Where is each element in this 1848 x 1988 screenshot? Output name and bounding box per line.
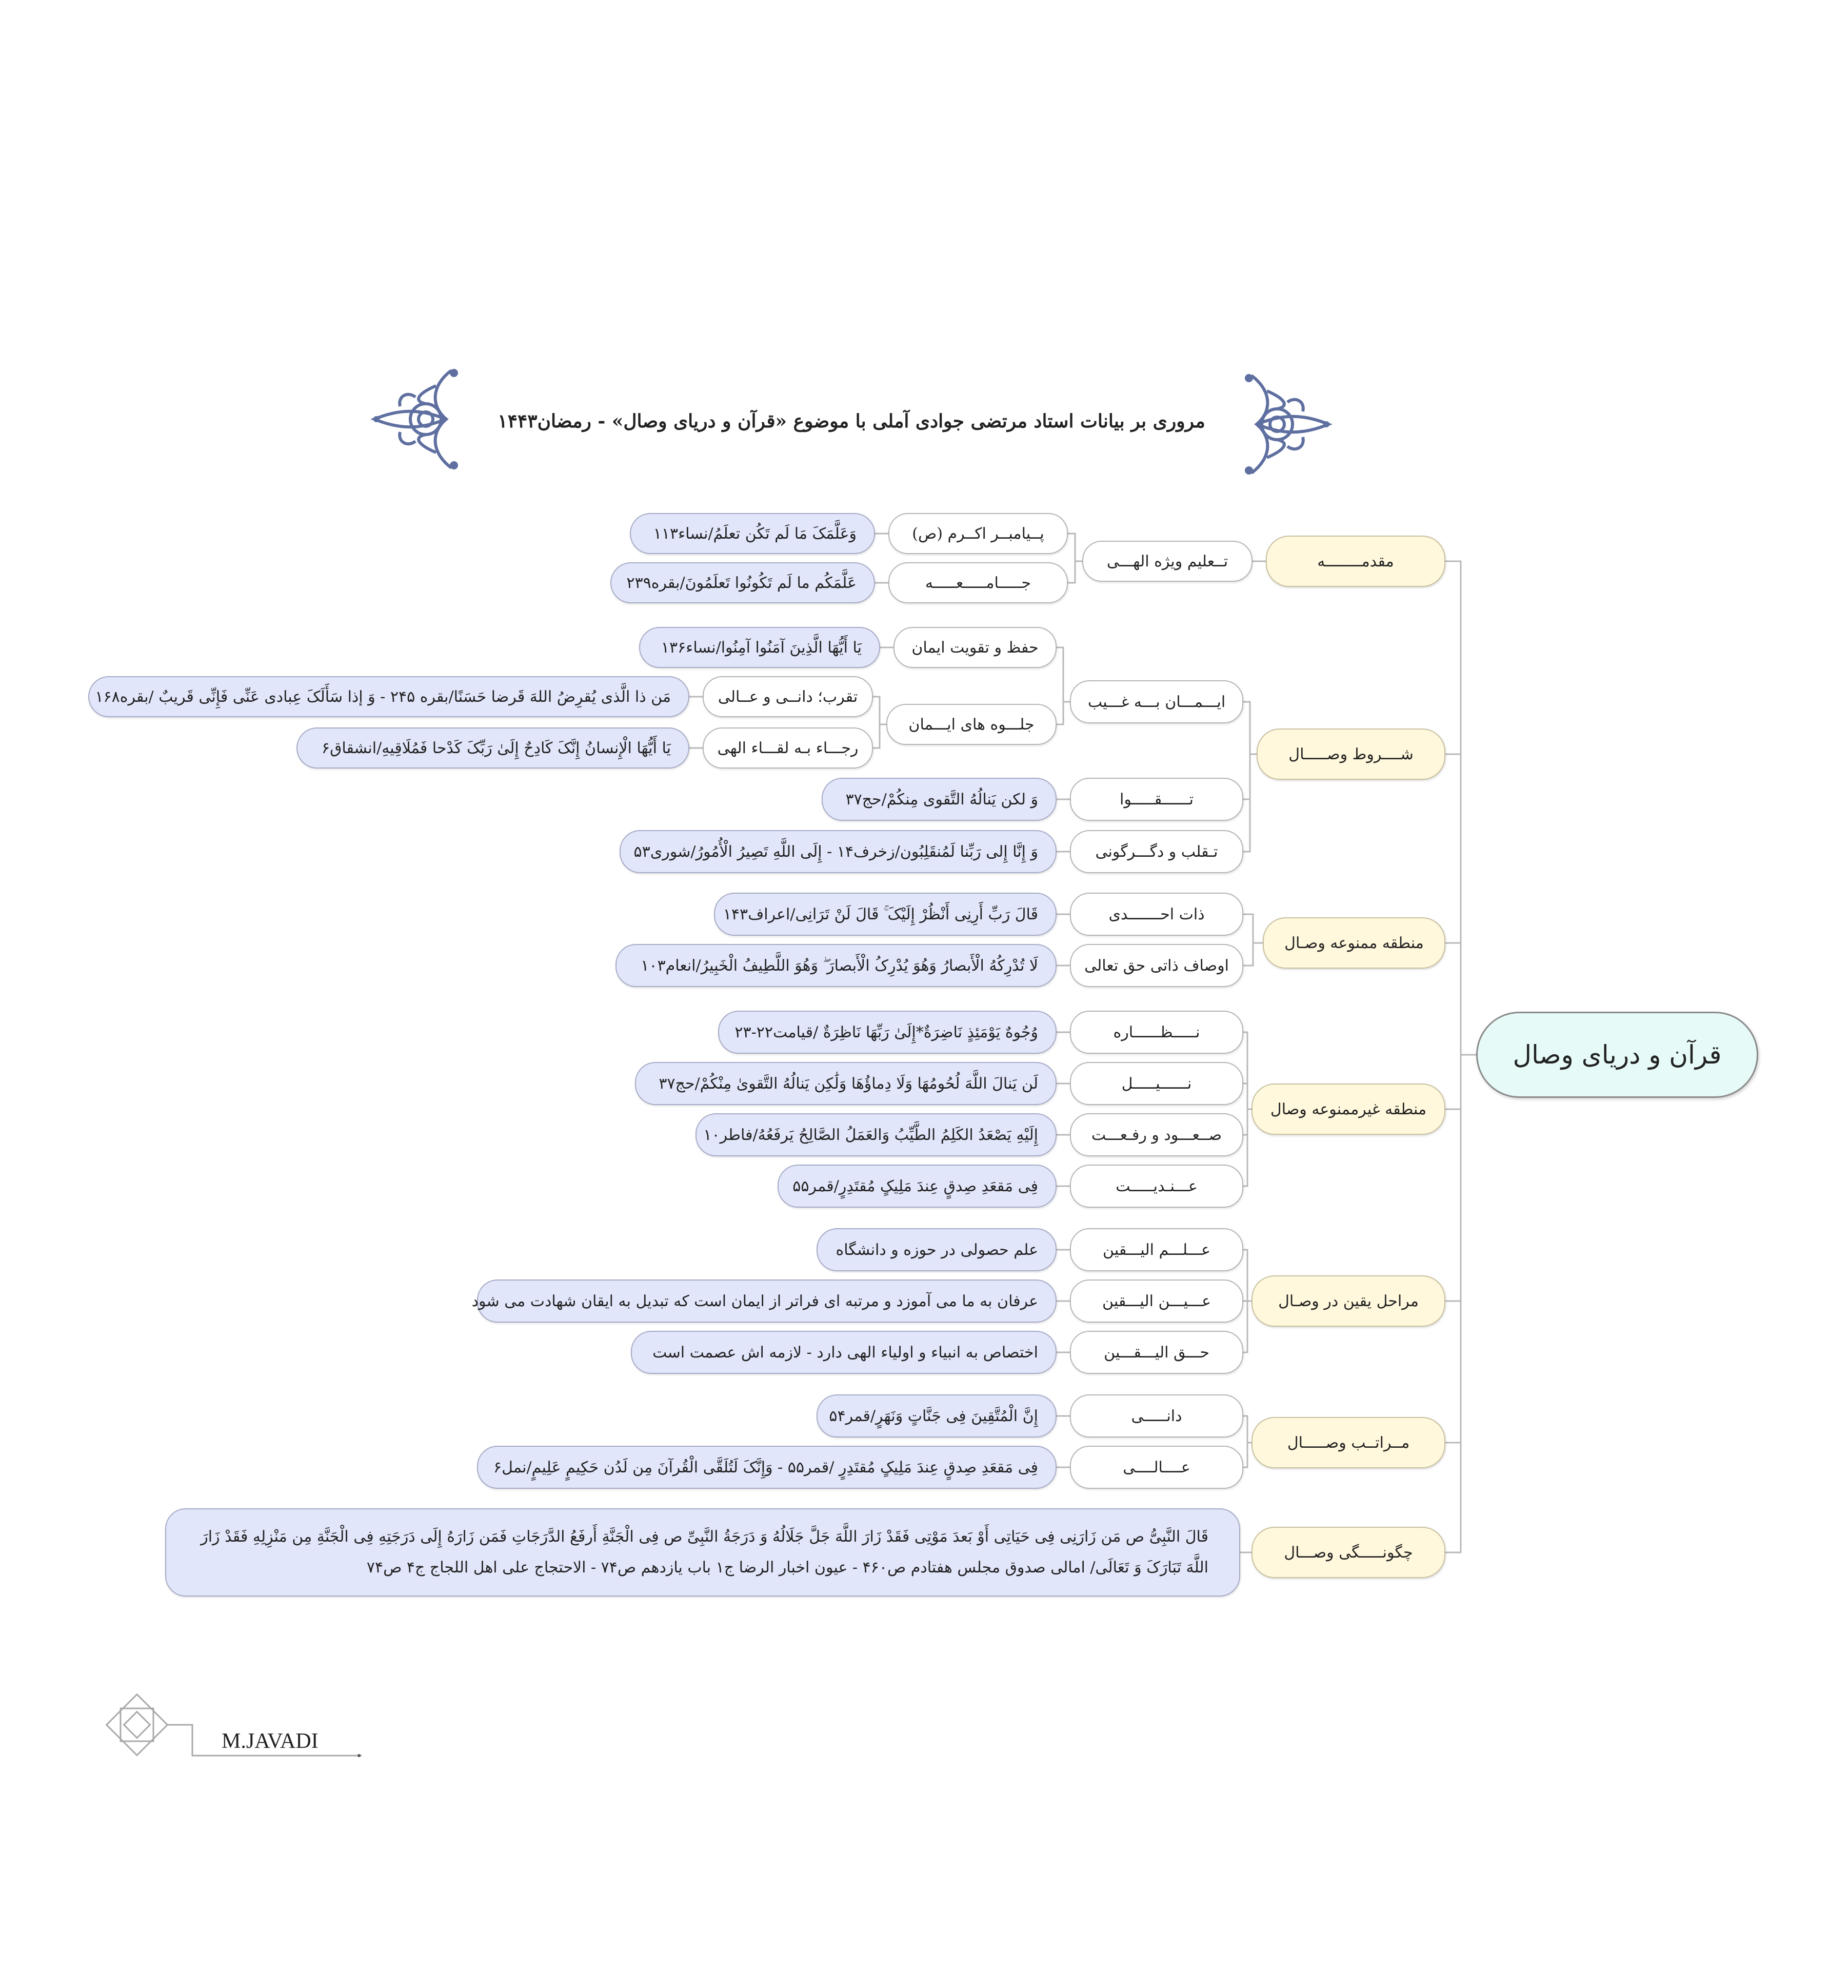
- connector-line: [1243, 753, 1257, 853]
- signature-logo-icon: [105, 1693, 362, 1757]
- connector-line: [1243, 1442, 1251, 1468]
- topic-node[interactable]: جلـــوه های ایـــمان: [886, 704, 1057, 745]
- branch-node[interactable]: منطقه ممنوعه وصـال: [1263, 917, 1445, 969]
- connector-line: [1445, 753, 1476, 1056]
- quote-node[interactable]: اختصاص به انبیاء و اولیاء الهی دارد - لا…: [631, 1331, 1057, 1374]
- topic-node[interactable]: رجـــاء بـه لقـــاء الهی: [703, 727, 873, 769]
- root-node[interactable]: قرآن و دریای وصال: [1476, 1012, 1758, 1098]
- topic-node[interactable]: حفظ و تقویت ایمان: [893, 627, 1057, 668]
- ornament-left-icon: [370, 369, 458, 469]
- connector-line: [1243, 1031, 1251, 1110]
- quote-node[interactable]: یَا أَیُّهَا الْإِنسانُ إِنَّکَ کَادِحٌ …: [296, 727, 689, 769]
- topic-node[interactable]: عــــالــــی: [1070, 1446, 1243, 1489]
- topic-node[interactable]: جـــــامـــــعـــــه: [888, 562, 1068, 603]
- connector-line: [1243, 913, 1263, 944]
- connector-line: [1243, 1108, 1251, 1187]
- quote-node[interactable]: فِی مَقعَدِ صِدقٍ عِندَ مَلِیکٍ مُقتَدِر…: [778, 1165, 1057, 1208]
- quote-node[interactable]: لَن یَنالَ اللَّهَ لُحُومُهَا وَلَا دِما…: [635, 1062, 1057, 1105]
- signature-text: M.JAVADI: [222, 1729, 319, 1753]
- topic-node[interactable]: دانـــــی: [1070, 1394, 1243, 1438]
- connector-line: [1243, 942, 1263, 967]
- topic-node[interactable]: تــــــقـــــوا: [1070, 778, 1243, 821]
- topic-node[interactable]: نـــــظــــــاره: [1070, 1011, 1243, 1054]
- quote-node[interactable]: قَالَ رَبِّ أَرِنِی أَنْظُرْ إِلَیْکَ ۚ …: [714, 893, 1057, 936]
- connector-line: [1243, 1415, 1251, 1444]
- quote-node[interactable]: وُجُوهٌ یَوْمَئِذٍ نَاضِرَةٌ*إِلَیٰ رَبِ…: [718, 1011, 1057, 1054]
- node-text-line-1: قَالَ النَّبِیُّ ص مَن زَارَنِی فِی حَیَ…: [201, 1528, 1208, 1546]
- connector-line: [1243, 1108, 1251, 1136]
- connector-line: [1445, 942, 1476, 1056]
- quote-node[interactable]: مَن ذا الَّذی یُقرِضُ اللهَ قَرضا حَسَنً…: [88, 676, 689, 717]
- quote-node[interactable]: وَ إِنَّا إِلی رَبِّنا لَمُنقَلِبُون/زخر…: [620, 830, 1057, 873]
- connector-line: [1243, 1300, 1251, 1353]
- quote-node[interactable]: إِنَّ الْمُتَّقِینَ فِی جَنَّاتٍ وَنَهَر…: [817, 1394, 1057, 1438]
- connector-line: [1445, 560, 1476, 1056]
- connector-line: [1243, 1082, 1251, 1110]
- connector-line: [1068, 533, 1082, 562]
- connector-line: [1445, 1054, 1476, 1444]
- page-title: مروری بر بیانات استاد مرتضی جوادی آملی ب…: [498, 410, 1205, 432]
- connector-line: [1445, 1054, 1476, 1302]
- quote-node[interactable]: فِی مَقعَدِ صِدقٍ عِندَ مَلِیکٍ مُقتَدِر…: [477, 1446, 1057, 1489]
- quote-node[interactable]: قَالَ النَّبِیُّ ص مَن زَارَنِی فِی حَیَ…: [165, 1508, 1240, 1597]
- connector-line: [1445, 1054, 1476, 1110]
- topic-node[interactable]: نــــــیـــــل: [1070, 1062, 1243, 1105]
- branch-node[interactable]: مــراتــب وصـــــال: [1251, 1417, 1445, 1468]
- topic-node[interactable]: تـقلب و دگـــرگونی: [1070, 830, 1243, 873]
- connector-line: [1057, 701, 1070, 725]
- quote-node[interactable]: عرفان به ما می آموزد و مرتبه ای فراتر از…: [472, 1280, 1057, 1323]
- topic-node[interactable]: ذات احـــــــدی: [1070, 893, 1243, 936]
- connector-line: [1057, 646, 1070, 703]
- quote-node[interactable]: وَعَلَّمَکَ مَا لَم تَکُن تعلَمُ/نساء۱۱۳: [630, 513, 875, 554]
- topic-node[interactable]: تقرب؛ دانــی و عــالی: [703, 676, 873, 717]
- quote-node[interactable]: لَا تُدْرِکُهُ الْأَبصارُ وَهُوَ یُدْرِک…: [615, 944, 1057, 987]
- branch-node[interactable]: چگونـــــگی وصـــال: [1251, 1527, 1445, 1578]
- connector-line: [1068, 560, 1082, 584]
- topic-node[interactable]: عـــنـدیـــــت: [1070, 1165, 1243, 1208]
- quote-node[interactable]: یَا أَیُّهَا الَّذِینَ آمَنُوا آمِنُوا/ن…: [639, 627, 880, 668]
- connector-line: [873, 696, 886, 725]
- quote-node[interactable]: إِلَیْهِ یَصْعَدُ الکَلِمُ الطَّیِّبُ وَ…: [696, 1113, 1057, 1156]
- connector-line: [1243, 753, 1257, 800]
- quote-node[interactable]: عَلَّمَکُم ما لَم تَکُونُوا تَعلَمُونَ/ب…: [610, 562, 875, 603]
- branch-node[interactable]: مقدمــــــــه: [1266, 536, 1445, 587]
- quote-node[interactable]: وَ لکن یَنالُهُ التَّقوی مِنکُمْ/حج۳۷: [822, 778, 1057, 821]
- topic-node[interactable]: پــیامبــر اکــرم (ص): [888, 513, 1068, 554]
- topic-node[interactable]: عـــلـــم الیـــقین: [1070, 1228, 1243, 1271]
- topic-node[interactable]: حـــق الیـــقـــین: [1070, 1331, 1243, 1374]
- topic-node[interactable]: عـــیـــن الیـــقین: [1070, 1280, 1243, 1323]
- connector-line: [1243, 1249, 1251, 1302]
- topic-node[interactable]: صــعـــود و رفـعـــت: [1070, 1113, 1243, 1156]
- topic-node[interactable]: ایـــمـــان بـــه غـــیب: [1070, 680, 1243, 723]
- connector-line: [873, 723, 886, 749]
- branch-node[interactable]: مراحل یقین در وصـال: [1251, 1275, 1445, 1327]
- ornament-right-icon: [1245, 374, 1333, 475]
- branch-node[interactable]: منطقه غیرممنوعه وصال: [1251, 1084, 1445, 1135]
- topic-node[interactable]: اوصاف ذاتی حق تعالی: [1070, 944, 1243, 987]
- branch-node[interactable]: شــــروط وصـــــال: [1257, 729, 1445, 780]
- connector-line: [1445, 1054, 1476, 1553]
- connector-line: [1243, 701, 1257, 755]
- quote-node[interactable]: علم حصولی در حوزه و دانشگاه: [817, 1228, 1057, 1271]
- topic-node[interactable]: تــعلیم ویژه الهـــی: [1082, 541, 1253, 582]
- node-text-line-2: اللَّهَ تَبَارَکَ وَ تَعَالَى/ امالی صدو…: [366, 1559, 1208, 1577]
